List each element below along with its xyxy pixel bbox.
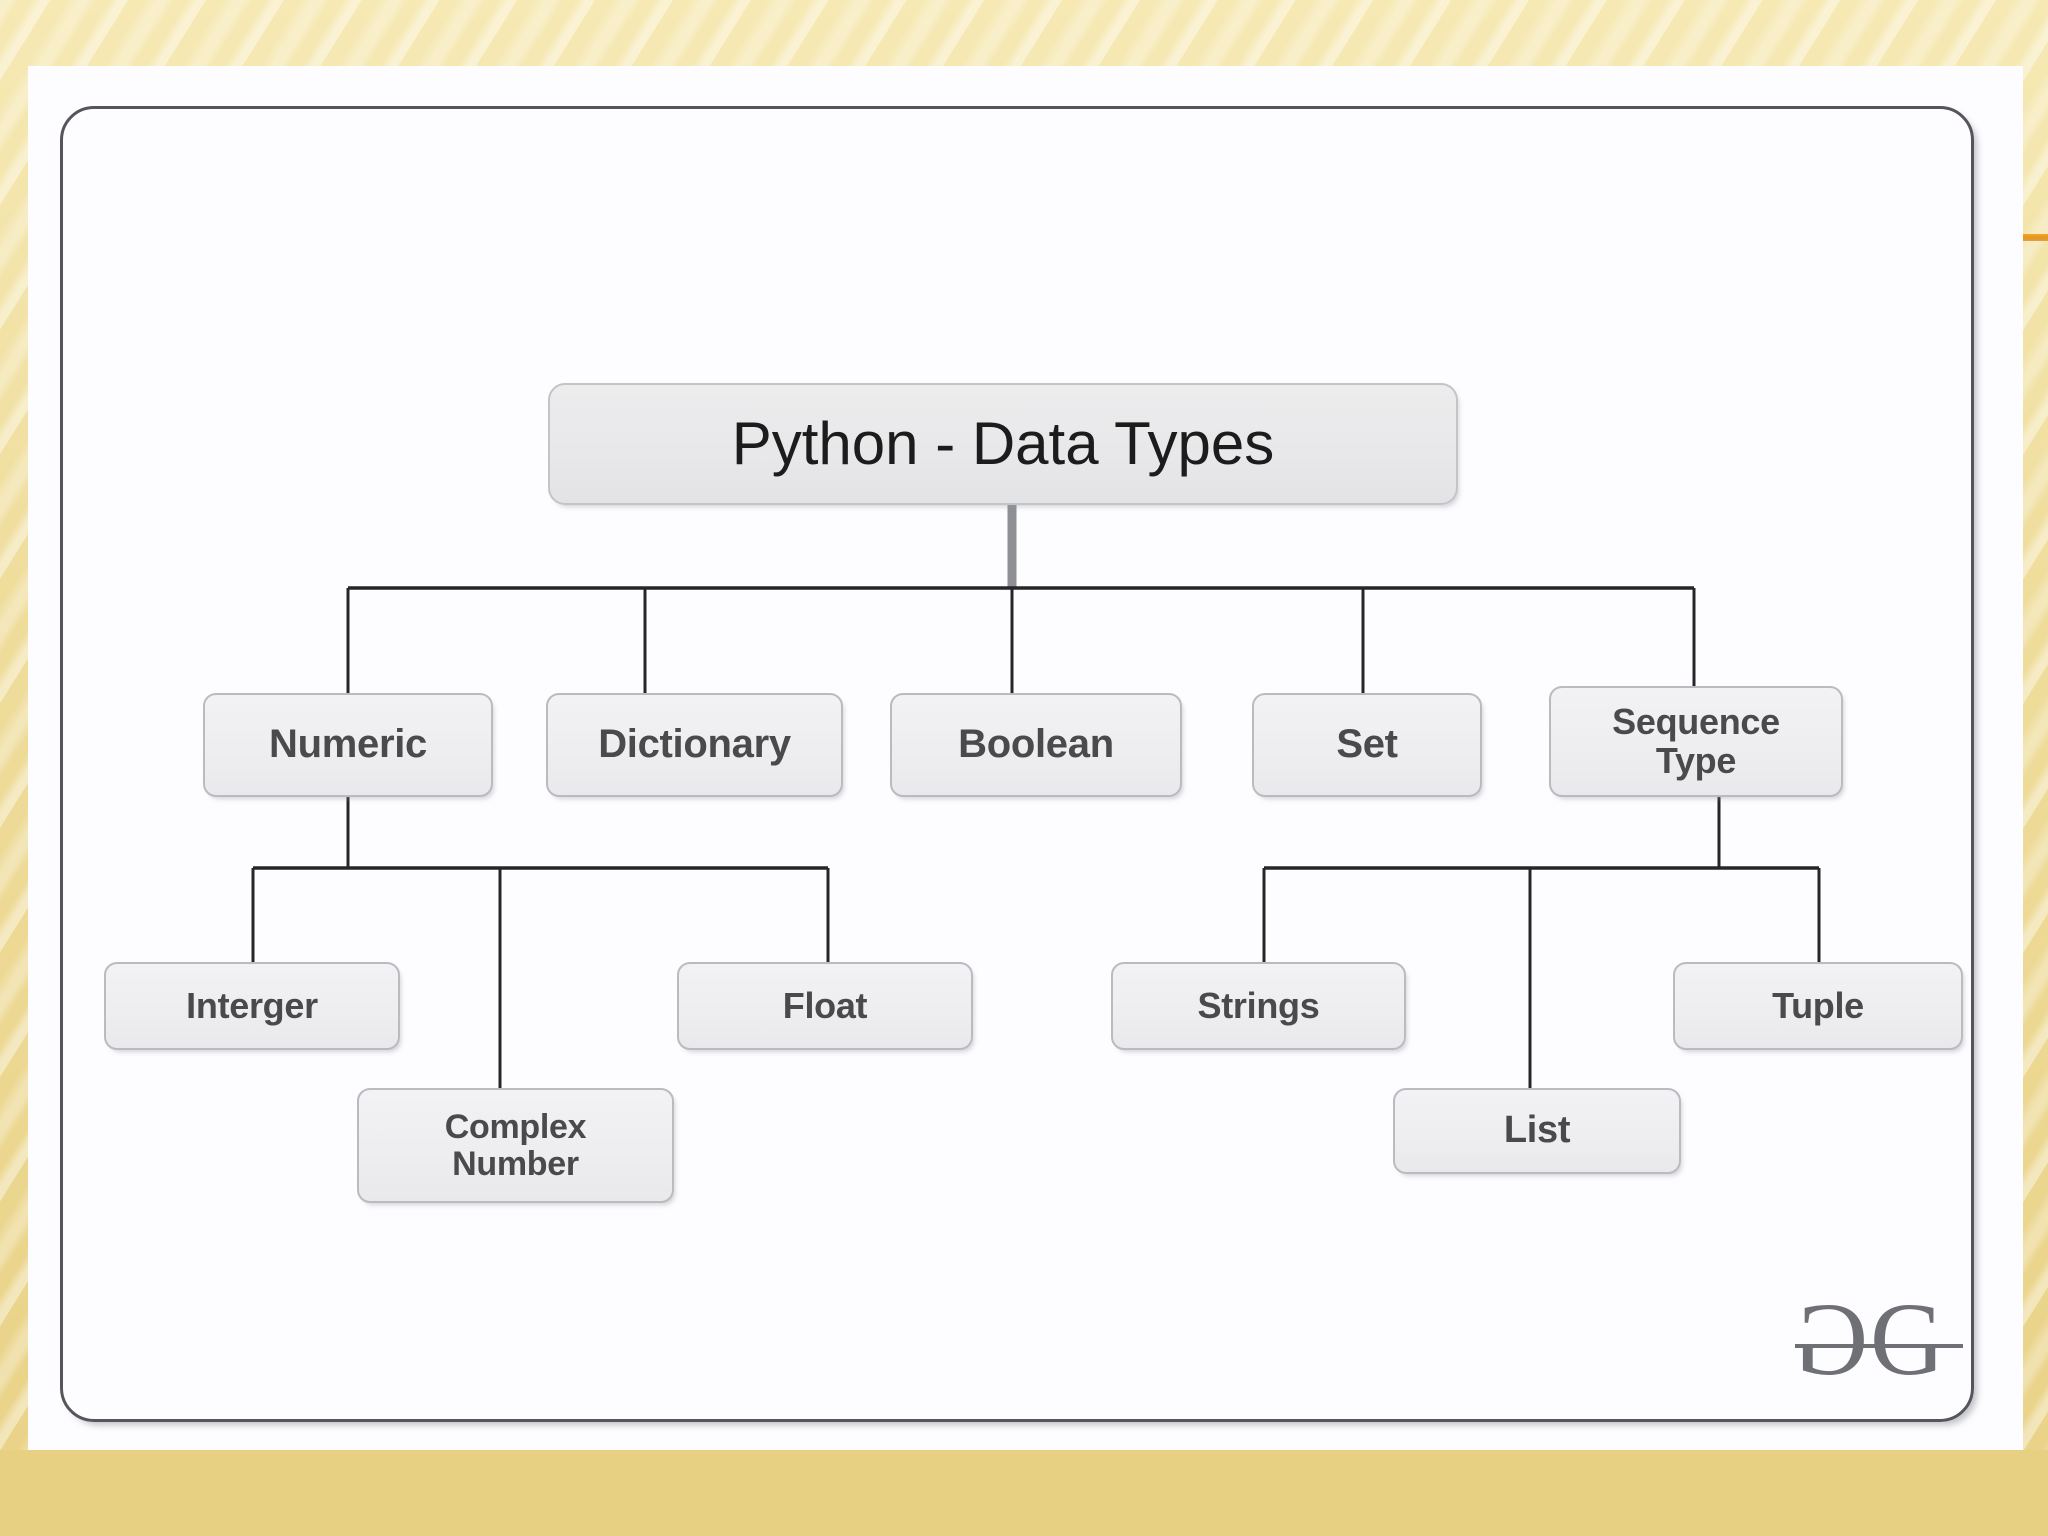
node-label: Dictionary	[598, 722, 791, 767]
node-complex-number[interactable]: Complex Number	[357, 1088, 674, 1203]
node-sequence-type[interactable]: Sequence Type	[1549, 686, 1843, 797]
node-label: Numeric	[269, 722, 427, 767]
node-boolean[interactable]: Boolean	[890, 693, 1182, 797]
node-set[interactable]: Set	[1252, 693, 1482, 797]
node-label: Set	[1336, 722, 1398, 767]
node-label: Float	[782, 984, 868, 1026]
node-label-line2: Type	[1655, 739, 1737, 781]
node-label: Python - Data Types	[731, 409, 1275, 477]
logo-mirrored-g-glyph: G	[1793, 1282, 1869, 1397]
node-dictionary[interactable]: Dictionary	[546, 693, 843, 797]
panel-rounded-border	[60, 106, 1974, 1422]
node-list[interactable]: List	[1393, 1088, 1681, 1174]
node-label-line1: Complex	[444, 1107, 587, 1146]
node-label-line1: Sequence	[1612, 700, 1780, 742]
node-float[interactable]: Float	[677, 962, 973, 1050]
node-interger[interactable]: Interger	[104, 962, 400, 1050]
node-label: Boolean	[958, 722, 1114, 767]
node-label: Tuple	[1772, 984, 1864, 1026]
orange-accent-rule	[2008, 234, 2048, 241]
node-label: Strings	[1197, 984, 1320, 1026]
node-numeric[interactable]: Numeric	[203, 693, 493, 797]
node-label: List	[1503, 1109, 1571, 1152]
node-strings[interactable]: Strings	[1111, 962, 1406, 1050]
node-root-python-data-types[interactable]: Python - Data Types	[548, 383, 1458, 505]
background-bottom-band	[0, 1450, 2048, 1536]
node-label: Interger	[186, 984, 318, 1026]
geeksforgeeks-logo-icon: G G	[1793, 1282, 1973, 1397]
logo-g-glyph: G	[1870, 1282, 1946, 1397]
logo-horizontal-bar	[1795, 1344, 1963, 1348]
node-label-line2: Number	[452, 1144, 579, 1183]
node-tuple[interactable]: Tuple	[1673, 962, 1963, 1050]
